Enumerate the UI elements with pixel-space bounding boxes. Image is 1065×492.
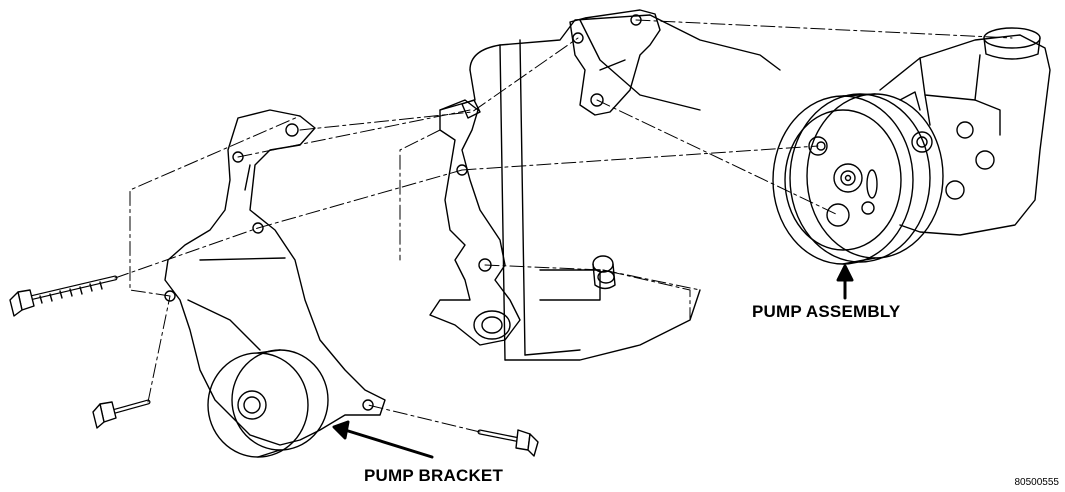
pump-assembly-label: PUMP ASSEMBLY (752, 302, 901, 321)
short-bolt-right (477, 429, 539, 457)
figure-number: 80500555 (1014, 477, 1060, 488)
pump-bracket-arrow (332, 420, 434, 459)
short-bolt-left (92, 399, 151, 429)
intermediate-bracket (429, 99, 521, 346)
upper-engine-bracket (569, 9, 661, 116)
alignment-lines (114, 19, 1013, 433)
pump-bracket (164, 109, 386, 458)
pump-bracket-label: PUMP BRACKET (364, 466, 504, 485)
long-bolt (9, 275, 118, 317)
pump-assembly (772, 27, 1051, 265)
engine-block (439, 14, 781, 361)
pump-assembly-arrow (836, 264, 854, 300)
